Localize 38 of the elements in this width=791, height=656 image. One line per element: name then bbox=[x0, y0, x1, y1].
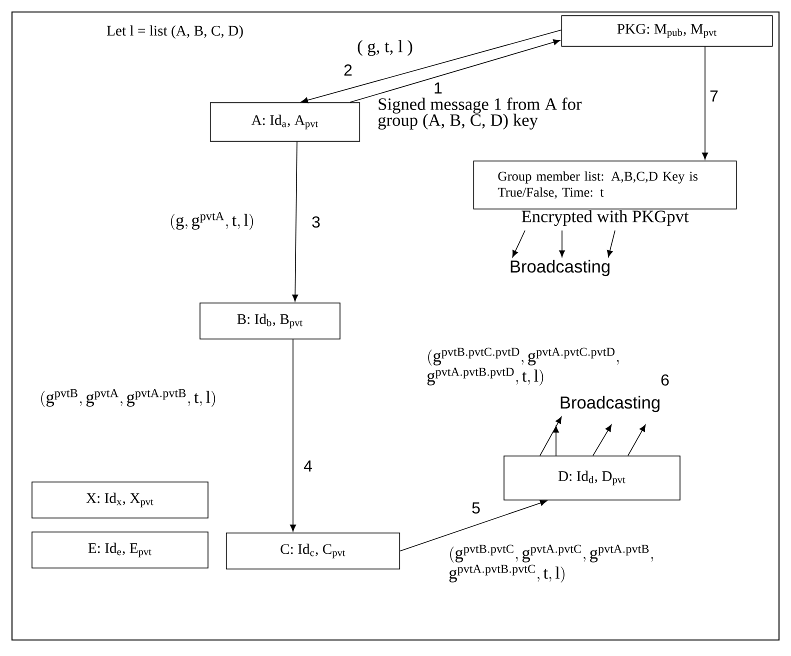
arrow bbox=[290, 339, 296, 532]
arrow bbox=[559, 230, 565, 258]
node-text: Broadcasting bbox=[560, 396, 660, 412]
edge-label: 3 bbox=[312, 216, 320, 228]
edge-label: 7 bbox=[710, 90, 718, 102]
process-box: PKG: M$_{pub}$, M$_{pvt}$ bbox=[561, 15, 773, 47]
node-text: Broadcasting bbox=[510, 260, 610, 276]
formula-text: $\begin{array}{@{}l@{}}(\mathrm{g}^{\mathrm{pvtB.pvtC.pvtD}}, \mathrm{g}^{\mathrm{pvtA.pvtC.pvtD}},\\ \mathrm{g}^{\mathrm{pvtA.pvtB.pvtD}}, \mathrm{t}, \mathrm{l})\end{array}$ bbox=[427, 348, 619, 386]
step-number: 6 bbox=[661, 374, 669, 386]
process-box: B: Id$_{b}$, B$_{pvt}$ bbox=[200, 302, 340, 340]
arrow bbox=[400, 500, 547, 552]
annotation-text: Signed message 1 from A for group (A, B, C, D) key bbox=[378, 98, 582, 130]
process-box: X: Id$_{x}$, X$_{pvt}$ bbox=[32, 482, 208, 518]
arrow bbox=[592, 424, 612, 456]
formula-text: ( g, t, l ) bbox=[358, 40, 412, 56]
arrow bbox=[292, 141, 298, 302]
formula-text: $(\mathrm{g}^{\mathrm{pvtB}}, \mathrm{g}^{\mathrm{pvtA}}, \mathrm{g}^{\mathrm{pvtA.pvtB}}, \mathrm{t}, \mathrm{l})$ bbox=[41, 389, 216, 407]
edge-label: 1 bbox=[434, 82, 442, 94]
node-text: Encrypted with PKGpvt bbox=[522, 210, 689, 226]
arrow bbox=[553, 426, 559, 456]
arrow bbox=[628, 424, 646, 456]
arrow bbox=[606, 230, 616, 258]
arrow bbox=[512, 230, 526, 258]
process-box: D: Id$_{d}$, D$_{pvt}$ bbox=[504, 456, 680, 500]
process-box: C: Id$_{c}$, C$_{pvt}$ bbox=[226, 532, 400, 570]
formula-text: $\begin{array}{@{}l@{}}(\mathrm{g}^{\mathrm{pvtB.pvtC}}, \mathrm{g}^{\mathrm{pvtA.pvtC}}, \mathrm{g}^{\mathrm{pvtA.pvtB}},\\ \mathrm{g}^{\mathrm{pvtA.pvtB.pvtC}}, \mathrm{t}, \mathrm{l})\end{array}$ bbox=[449, 544, 654, 583]
process-box: E: Id$_{e}$, E$_{pvt}$ bbox=[32, 532, 208, 568]
formula-text: $(\mathrm{g}, \mathrm{g}^{\mathrm{pvtA}}, \mathrm{t}, \mathrm{l})$ bbox=[171, 212, 253, 230]
annotation-text: Let l = list (A, B, C, D) bbox=[106, 25, 243, 39]
edge-label: 4 bbox=[304, 460, 312, 472]
edge-label: 5 bbox=[472, 502, 480, 514]
arrow bbox=[702, 46, 708, 160]
arrow bbox=[540, 416, 562, 456]
process-box: Group member list: A,B,C,D Key is True/False, Time: t bbox=[473, 160, 737, 210]
edge-label: 2 bbox=[344, 64, 352, 76]
process-box: A: Id$_{a}$, A$_{pvt}$ bbox=[210, 102, 360, 142]
arrow bbox=[301, 30, 562, 104]
arrow bbox=[350, 39, 560, 103]
